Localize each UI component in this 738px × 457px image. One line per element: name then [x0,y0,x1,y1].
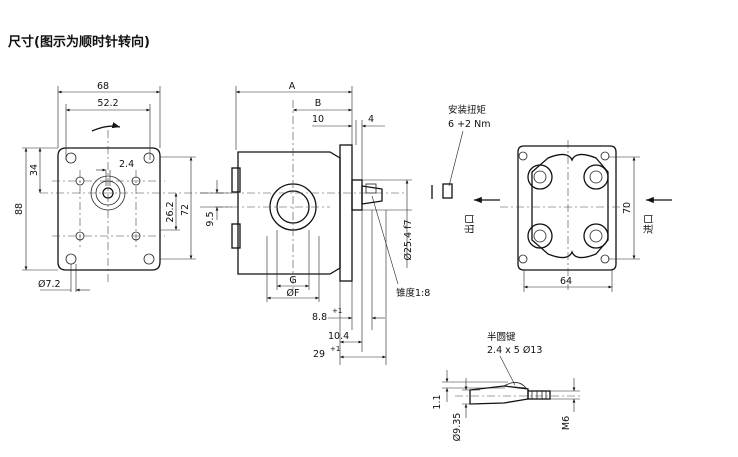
dim-2-4: 2.4 [119,159,134,170]
dim-25-4: Ø25.4 f7 [403,219,414,260]
dim-10-4: 10.4 [328,331,349,342]
mount-hole [143,253,155,265]
bolt-hole [533,170,547,184]
corner-hole [518,151,528,161]
dim-4: 4 [368,114,374,125]
dim-88: 88 [14,203,25,215]
port-boss [231,167,241,193]
dim-M6: M6 [561,416,572,430]
bolt-hole [533,229,547,243]
dim-64: 64 [560,276,572,287]
bolt-boss [583,223,609,249]
bolt-hole [589,229,603,243]
dim-7-2: Ø7.2 [38,279,61,290]
front-flange-outline [57,147,161,271]
dim-9-5: 9.5 [205,211,216,226]
bolt-boss [527,223,553,249]
dim-1-1: 1.1 [432,394,443,409]
mount-hole [65,152,77,164]
dim-G: G [289,275,296,286]
mount-hole [143,152,155,164]
page-title: 尺寸(图示为顺时针转向) [8,35,150,50]
dim-8-8: 8.8 [312,312,327,323]
bolt-hole [589,170,603,184]
torque-value: 6 +2 Nm [448,119,490,130]
shaft-taper [469,385,529,405]
dim-52-2: 52.2 [97,98,118,109]
dim-10: 10 [312,114,324,125]
woodruff-key [502,382,527,389]
tapered-shaft [361,185,383,205]
pilot [351,179,363,211]
side-view: A B 10 4 9.5 Ø25.4 f7 G ØF 锥度1:8 [200,81,430,365]
dim-A: A [289,81,296,92]
rear-view: 出口 进口 70 64 [463,140,672,292]
pump-body [237,151,341,275]
outlet-label: 出口 [463,214,476,234]
corner-hole [600,151,610,161]
taper-label: 锥度1:8 [396,287,430,299]
rear-plate [531,153,609,259]
dim-29-tol: +1 [330,345,340,353]
shaft-thread [527,390,551,400]
dim-72: 72 [180,204,191,216]
corner-hole [518,254,528,264]
mount-hole [65,253,77,265]
dim-B: B [315,98,322,109]
key-detail: 半圆键 2.4 x 5 Ø13 1.1 Ø9.35 M6 [432,331,580,441]
torque-label: 安装扭矩 [448,104,487,116]
dim-34: 34 [29,164,40,176]
bolt-boss [527,164,553,190]
corner-hole [600,254,610,264]
front-view: 68 52.2 34 88 2.4 26.2 72 Ø7.2 [14,81,225,292]
key-label: 半圆键 [487,331,516,343]
rotation-arrow [91,122,121,132]
dim-68: 68 [97,81,109,92]
dim-29: 29 [313,349,325,360]
port-boss [231,223,241,249]
nut-symbol [442,183,453,199]
rear-body-outline [517,145,617,271]
dim-70: 70 [622,202,633,214]
inlet-label: 进口 [643,214,655,234]
key-spec: 2.4 x 5 Ø13 [487,345,542,356]
dim-9-35: Ø9.35 [452,413,463,442]
torque-note: 安装扭矩 6 +2 Nm [431,104,490,199]
mount-flange [339,144,353,282]
bolt-boss [583,164,609,190]
dim-F: ØF [287,288,300,299]
dim-26-2: 26.2 [165,201,176,222]
dim-8-8-tol: +1 [332,307,342,315]
